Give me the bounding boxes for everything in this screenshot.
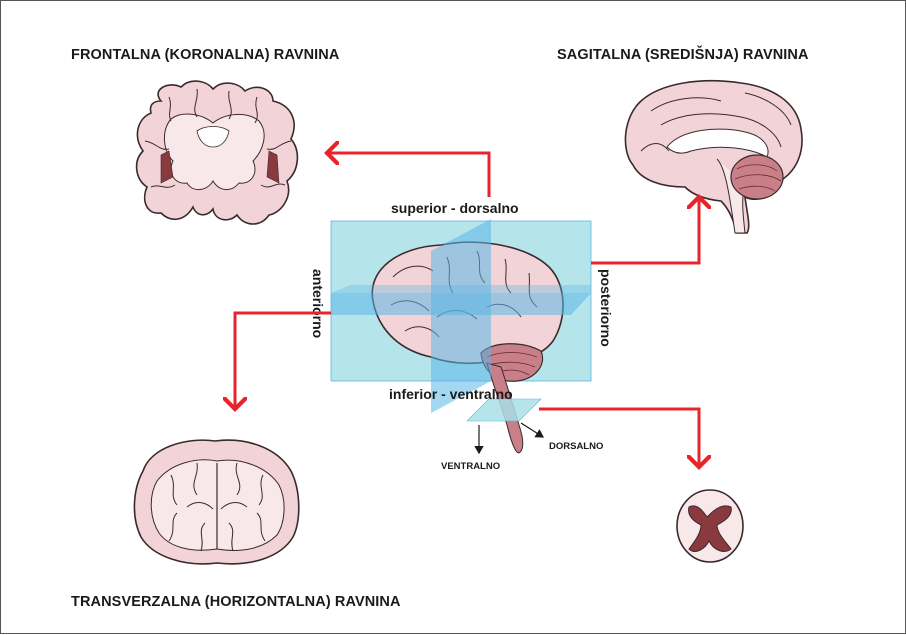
coronal-section-illustration: [137, 81, 298, 224]
coronal-plane-band: [431, 219, 491, 413]
posterior-label: posteriorno: [598, 269, 614, 347]
arrow-to-spinal: [539, 409, 699, 467]
anterior-label: anteriorno: [310, 269, 326, 338]
dorsal-label: DORSALNO: [549, 441, 603, 452]
dorsal-arrow: [521, 423, 543, 437]
transverse-section-illustration: [134, 440, 298, 564]
sagittal-section-illustration: [625, 81, 802, 233]
arrow-to-sagittal: [591, 197, 699, 263]
inferior-label: inferior - ventralno: [389, 386, 513, 402]
spinal-cord-section-illustration: [677, 490, 743, 562]
superior-label: superior - dorsalno: [391, 200, 519, 216]
arrow-to-frontal: [327, 153, 489, 197]
spinal-plane: [467, 399, 541, 421]
ventral-label: VENTRALNO: [441, 461, 500, 472]
